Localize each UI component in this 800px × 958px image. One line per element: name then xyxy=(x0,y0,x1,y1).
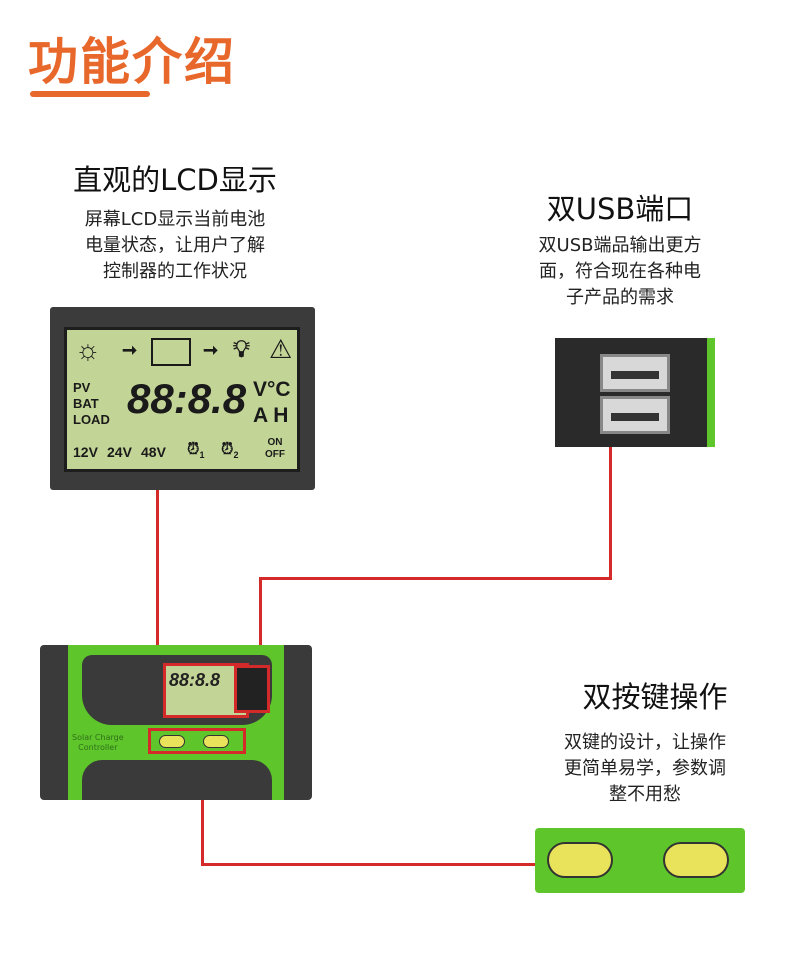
bat-label: BAT xyxy=(73,396,99,411)
digit-display: 88:8.8 xyxy=(127,375,247,422)
units-bottom: A H xyxy=(253,404,289,427)
buttons-closeup xyxy=(535,828,745,893)
desc-line: 电量状态，让用户了解 xyxy=(85,235,265,256)
desc-line: 面，符合现在各种电 xyxy=(539,261,701,282)
mini-digits: 88:8.8 xyxy=(169,670,221,690)
arrow-icon: ➞ xyxy=(203,340,219,360)
voltage-48: 48V xyxy=(141,444,166,460)
button-1 xyxy=(547,842,613,878)
lcd-closeup: ☼ ➞ ➞ 💡︎ ⚠︎ PV BAT LOAD 88:8.8 V°C A H 1… xyxy=(50,307,315,490)
mini-button xyxy=(203,735,229,748)
sun-moon-icon: ☼ xyxy=(75,334,101,365)
mini-button xyxy=(159,735,185,748)
voltage-24: 24V xyxy=(107,444,132,460)
desc-line: 更简单易学，参数调 xyxy=(564,758,726,779)
pv-label: PV xyxy=(73,380,91,395)
desc-line: 双键的设计，让操作 xyxy=(564,732,726,753)
load-label: LOAD xyxy=(73,412,110,427)
page-title: 功能介绍 xyxy=(28,33,236,91)
button-callout-line xyxy=(201,752,204,866)
usb-port xyxy=(600,354,670,392)
title-underline xyxy=(30,91,150,97)
desc-line: 整不用愁 xyxy=(609,784,681,805)
desc-line: 双USB端品输出更方 xyxy=(538,235,702,256)
usb-callout-line xyxy=(259,577,262,667)
alarm-clock-icon: ⏰︎2 xyxy=(221,441,239,461)
usb-description: 双USB端品输出更方 面，符合现在各种电 子产品的需求 xyxy=(490,233,750,311)
lcd-description: 屏幕LCD显示当前电池 电量状态，让用户了解 控制器的工作状况 xyxy=(40,207,310,285)
timer-1: 1 xyxy=(199,450,205,461)
timer-2: 2 xyxy=(233,450,239,461)
warning-icon: ⚠︎ xyxy=(269,334,293,364)
on: ON xyxy=(267,437,283,448)
desc-line: 屏幕LCD显示当前电池 xyxy=(84,209,266,230)
battery-icon xyxy=(151,338,191,366)
usb-callout-line xyxy=(609,447,612,580)
usb-port xyxy=(600,396,670,434)
lcd-heading: 直观的LCD显示 xyxy=(73,163,277,197)
desc-line: 控制器的工作状况 xyxy=(103,261,247,282)
buttons-description: 双键的设计，让操作 更简单易学，参数调 整不用愁 xyxy=(510,730,780,808)
button-callout-line xyxy=(201,863,536,866)
alarm-clock-icon: ⏰︎1 xyxy=(187,441,205,461)
bulb-icon: 💡︎ xyxy=(233,336,250,363)
usb-callout-line xyxy=(259,577,612,580)
lcd-callout-line xyxy=(156,490,159,663)
off: OFF xyxy=(265,449,285,460)
button-2 xyxy=(663,842,729,878)
buttons-heading: 双按键操作 xyxy=(582,680,728,714)
label-line: Solar Charge xyxy=(72,733,124,742)
lcd-screen: ☼ ➞ ➞ 💡︎ ⚠︎ PV BAT LOAD 88:8.8 V°C A H 1… xyxy=(64,327,300,472)
units-top: V°C xyxy=(253,378,291,401)
desc-line: 子产品的需求 xyxy=(566,287,674,308)
voltage-12: 12V xyxy=(73,444,98,460)
label-line: Controller xyxy=(78,743,118,752)
arrow-icon: ➞ xyxy=(122,340,138,360)
mini-buttons xyxy=(148,728,246,754)
mini-usb xyxy=(234,665,270,713)
usb-closeup xyxy=(555,338,715,447)
usb-heading: 双USB端口 xyxy=(546,192,694,226)
